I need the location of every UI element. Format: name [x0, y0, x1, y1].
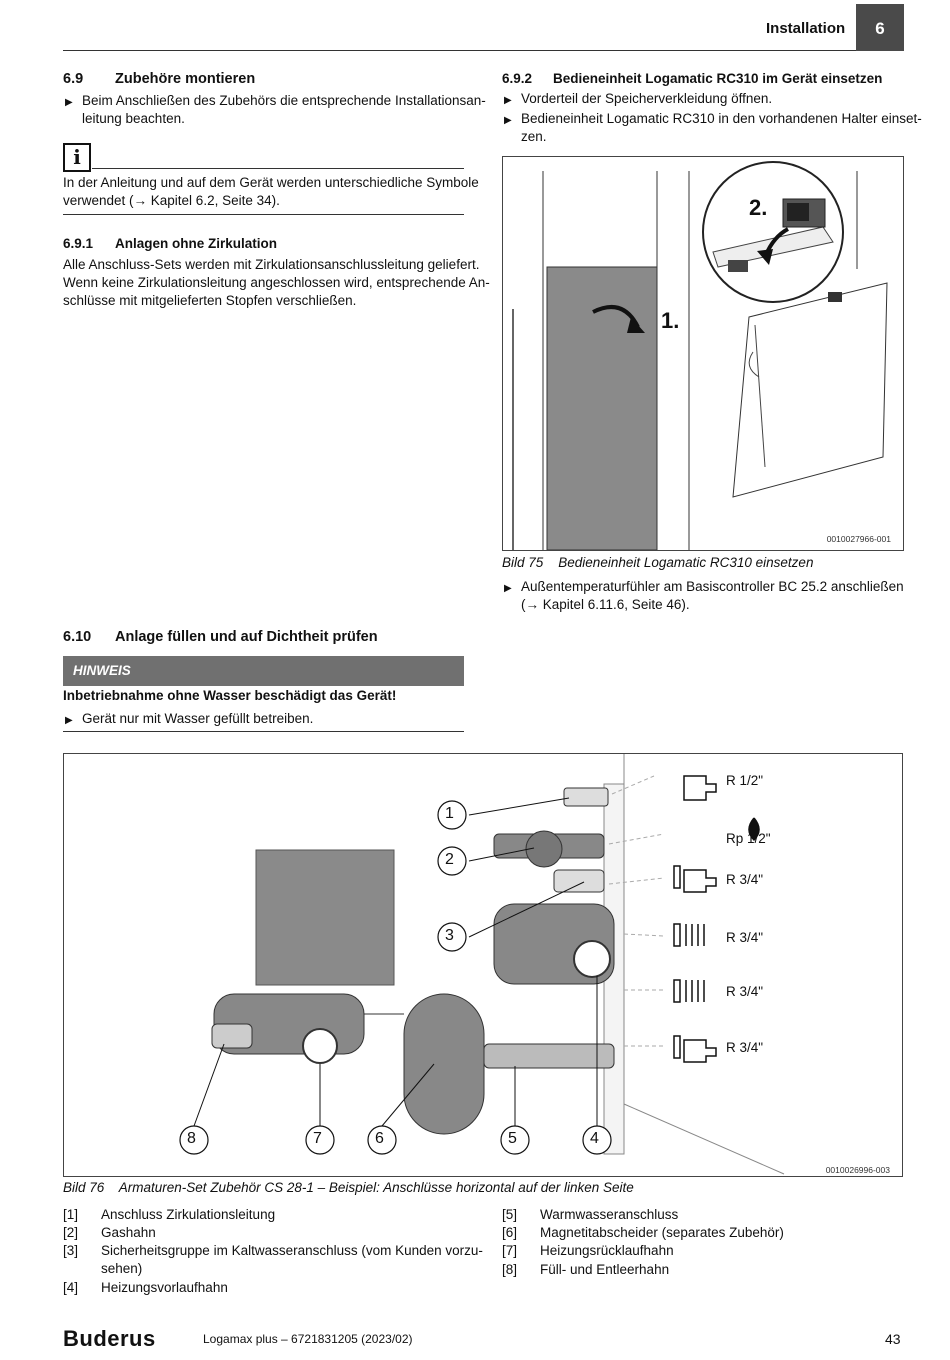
s691-line3: schlüsse mit mitgelieferten Stopfen vers… — [63, 293, 357, 308]
notice-label: HINWEIS — [73, 663, 131, 678]
figure-76-code: 0010026996-003 — [825, 1165, 890, 1175]
figure-75-illustration — [512, 161, 888, 550]
legend-item: [6]Magnetitabscheider (separates Zubehör… — [502, 1225, 784, 1240]
s69-bullet-line1: Beim Anschließen des Zubehörs die entspr… — [82, 93, 486, 108]
thread-label-1: R 1/2" — [726, 773, 764, 788]
figure-75: 1. 2. 0010027966-001 — [502, 156, 904, 551]
figure-75-step1: 1. — [661, 308, 680, 333]
legend-item: [2]Gashahn — [63, 1225, 156, 1240]
notice-bullet: Gerät nur mit Wasser gefüllt betreiben. — [82, 711, 314, 726]
figure-75-step2: 2. — [749, 195, 768, 220]
thread-label-5: R 3/4" — [726, 984, 764, 999]
figure-75-code: 0010027966-001 — [826, 534, 891, 544]
thread-label-4: R 3/4" — [726, 930, 764, 945]
s692-bullet2-line1: Bedieneinheit Logamatic RC310 in den vor… — [521, 111, 922, 126]
section-6-9-2-title: Bedieneinheit Logamatic RC310 im Gerät e… — [553, 71, 883, 86]
s692-bullet3-line1: Außentemperaturfühler am Basiscontroller… — [521, 579, 904, 594]
info-top-rule — [92, 168, 464, 169]
s691-line1: Alle Anschluss-Sets werden mit Zirkulati… — [63, 257, 480, 272]
info-bottom-rule — [63, 214, 464, 215]
thread-label-2: Rp 1/2" — [726, 831, 771, 846]
s692-bullet2-line2: zen. — [521, 129, 547, 144]
bullet-icon: ▶ — [65, 715, 73, 726]
figure-76-caption: Bild 76 Armaturen-Set Zubehör CS 28-1 – … — [63, 1180, 634, 1195]
section-6-10-title: Anlage füllen und auf Dichtheit prüfen — [115, 629, 378, 645]
figure-76: 1 2 3 4 5 6 7 8 R 1/2" Rp 1/2" R 3/4" R … — [63, 753, 903, 1177]
figure-75-caption: Bild 75 Bedieneinheit Logamatic RC310 ei… — [502, 555, 814, 570]
section-6-9-1-number: 6.9.1 — [63, 236, 94, 251]
bullet-icon: ▶ — [504, 95, 512, 106]
section-6-10-number: 6.10 — [63, 629, 92, 645]
chapter-tab: 6 — [856, 4, 904, 51]
bullet-icon: ▶ — [65, 97, 73, 108]
bullet-icon: ▶ — [504, 115, 512, 126]
legend-item: sehen) — [101, 1261, 143, 1276]
legend-item: [1]Anschluss Zirkulationsleitung — [63, 1207, 276, 1222]
info-line2: verwendet (→ Kapitel 6.2, Seite 34). — [63, 193, 280, 208]
s691-line2: Wenn keine Zirkulationsleitung angeschlo… — [63, 275, 490, 290]
callout-5: 5 — [508, 1130, 517, 1147]
section-6-9-title: Zubehöre montieren — [115, 71, 256, 87]
legend-item: [5]Warmwasseranschluss — [502, 1207, 679, 1222]
callout-7: 7 — [313, 1130, 322, 1147]
legend-item: [4]Heizungsvorlaufhahn — [63, 1280, 228, 1295]
brand-logo: Buderus — [63, 1326, 156, 1351]
s692-bullet3-line2: (→ Kapitel 6.11.6, Seite 46). — [521, 597, 690, 612]
s692-bullet1: Vorderteil der Speicherverkleidung öffne… — [521, 91, 773, 106]
legend-item: [3]Sicherheitsgruppe im Kaltwasseranschl… — [63, 1243, 483, 1258]
section-6-9-number: 6.9 — [63, 71, 84, 87]
callout-6: 6 — [375, 1130, 384, 1147]
callout-2: 2 — [445, 851, 454, 868]
header-section: Installation — [766, 20, 846, 37]
thread-label-6: R 3/4" — [726, 1040, 764, 1055]
section-6-9-1-title: Anlagen ohne Zirkulation — [115, 236, 278, 251]
bullet-icon: ▶ — [504, 583, 512, 594]
notice-banner: HINWEIS — [63, 656, 464, 686]
callout-3: 3 — [445, 927, 454, 944]
callout-8: 8 — [187, 1130, 196, 1147]
thread-label-3: R 3/4" — [726, 872, 764, 887]
footer-doc-id: Logamax plus – 6721831205 (2023/02) — [203, 1332, 413, 1346]
info-line1: In der Anleitung und auf dem Gerät werde… — [63, 175, 479, 190]
chapter-number: 6 — [875, 19, 885, 38]
notice-bottom-rule — [63, 731, 464, 732]
figure-76-illustration — [179, 754, 785, 1175]
section-6-9-2-number: 6.9.2 — [502, 71, 533, 86]
info-icon: i — [63, 143, 91, 172]
page-number: 43 — [885, 1331, 901, 1347]
callout-1: 1 — [445, 805, 454, 822]
notice-title: Inbetriebnahme ohne Wasser beschädigt da… — [63, 688, 397, 703]
header-rule — [63, 50, 856, 51]
s69-bullet-line2: leitung beachten. — [82, 111, 185, 126]
legend-item: [8]Füll- und Entleerhahn — [502, 1262, 670, 1277]
callout-4: 4 — [590, 1130, 599, 1147]
legend-item: [7]Heizungsrücklaufhahn — [502, 1243, 674, 1258]
